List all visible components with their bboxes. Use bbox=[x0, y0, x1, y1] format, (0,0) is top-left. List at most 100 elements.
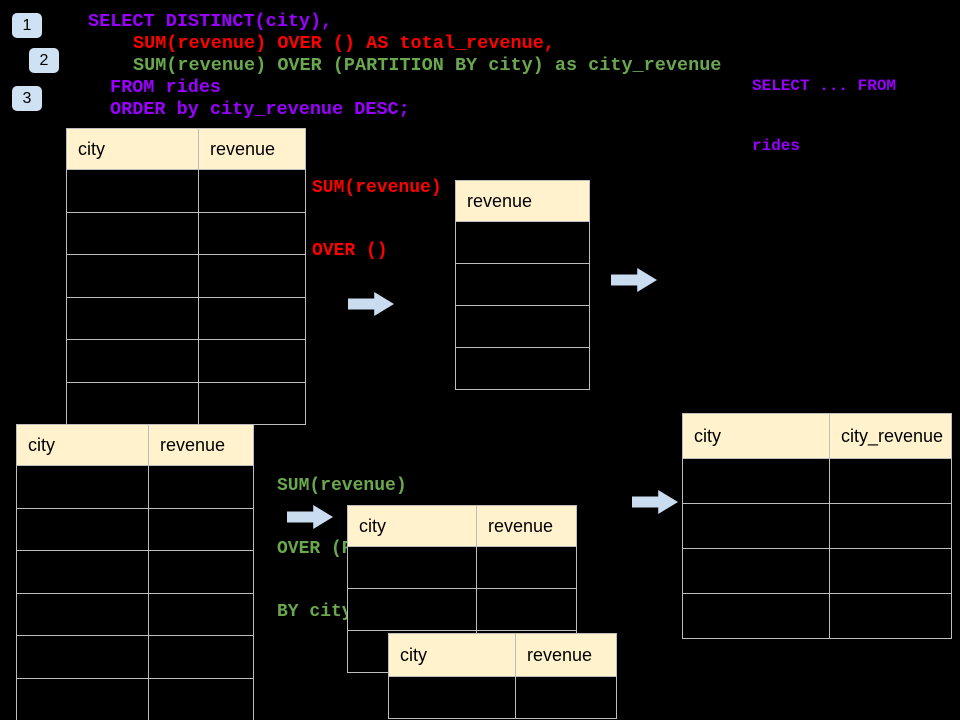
table-cell bbox=[347, 546, 477, 589]
annotation-line: SUM(revenue) bbox=[312, 178, 442, 198]
table-cell bbox=[455, 347, 590, 390]
table-cell bbox=[829, 548, 952, 594]
table-row bbox=[16, 465, 254, 509]
table-cell bbox=[66, 211, 199, 255]
column-header: city bbox=[16, 424, 149, 466]
side-note-query: SELECT ... FROM rides bbox=[752, 36, 896, 196]
column-header: city bbox=[347, 505, 477, 547]
table-row bbox=[66, 169, 306, 213]
table-cell bbox=[829, 503, 952, 549]
table-row bbox=[455, 305, 590, 348]
table-cell bbox=[198, 254, 306, 298]
column-header: city bbox=[682, 413, 830, 459]
table-cell bbox=[148, 507, 254, 551]
table-row bbox=[455, 347, 590, 390]
table-cell bbox=[682, 458, 830, 504]
table-cell bbox=[198, 211, 306, 255]
table-cell bbox=[198, 339, 306, 383]
table-row bbox=[682, 503, 952, 549]
column-header: city bbox=[388, 633, 516, 677]
side-note-line: rides bbox=[752, 137, 801, 155]
table-cell bbox=[682, 548, 830, 594]
table-cell bbox=[148, 677, 254, 720]
table-row bbox=[16, 677, 254, 720]
table-row bbox=[347, 546, 577, 589]
table-cell bbox=[476, 546, 577, 589]
column-header: revenue bbox=[515, 633, 617, 677]
arrow-right-icon bbox=[632, 490, 678, 514]
table-row bbox=[388, 676, 617, 719]
step-badge-1: 1 bbox=[12, 13, 42, 38]
column-header: revenue bbox=[455, 180, 590, 222]
table-cell bbox=[198, 381, 306, 425]
column-header: revenue bbox=[148, 424, 254, 466]
table-cell bbox=[829, 593, 952, 639]
column-header: revenue bbox=[476, 505, 577, 547]
arrow-right-icon bbox=[611, 268, 657, 292]
annotation-line: SUM(revenue) bbox=[277, 476, 407, 496]
side-note-line: SELECT ... FROM bbox=[752, 77, 897, 95]
table-cell bbox=[66, 339, 199, 383]
column-header: revenue bbox=[198, 128, 306, 170]
table-cell bbox=[682, 593, 830, 639]
table-cell bbox=[476, 588, 577, 631]
step-badge-3: 3 bbox=[12, 86, 42, 111]
table-cell bbox=[347, 588, 477, 631]
table-row bbox=[66, 339, 306, 383]
table-row bbox=[347, 588, 577, 631]
table-row bbox=[66, 296, 306, 340]
table-cell bbox=[682, 503, 830, 549]
table-row bbox=[66, 381, 306, 425]
table-row bbox=[16, 635, 254, 679]
table-row bbox=[682, 548, 952, 594]
table-cell bbox=[16, 465, 149, 509]
table-cell bbox=[148, 592, 254, 636]
table-cell bbox=[16, 677, 149, 720]
table-row bbox=[455, 263, 590, 306]
total-revenue-table: revenue bbox=[455, 180, 590, 390]
table-cell bbox=[455, 263, 590, 306]
table-cell bbox=[455, 305, 590, 348]
table-cell bbox=[16, 592, 149, 636]
sql-line-4: FROM rides bbox=[110, 77, 222, 98]
table-cell bbox=[148, 635, 254, 679]
table-cell bbox=[455, 221, 590, 264]
table-cell bbox=[16, 507, 149, 551]
table-row bbox=[682, 458, 952, 504]
sql-line-1: SELECT DISTINCT(city), bbox=[88, 11, 333, 32]
table-cell bbox=[66, 169, 199, 213]
table-cell bbox=[148, 465, 254, 509]
table-cell bbox=[16, 635, 149, 679]
table-cell bbox=[16, 550, 149, 594]
table-cell bbox=[198, 169, 306, 213]
table-cell bbox=[388, 676, 516, 719]
table-row bbox=[66, 211, 306, 255]
table-cell bbox=[66, 254, 199, 298]
table-row bbox=[16, 507, 254, 551]
table-cell bbox=[198, 296, 306, 340]
sql-line-2: SUM(revenue) OVER () AS total_revenue, bbox=[133, 33, 555, 54]
table-row bbox=[455, 221, 590, 264]
sql-line-5: ORDER by city_revenue DESC; bbox=[110, 99, 410, 120]
table-row bbox=[16, 550, 254, 594]
table-cell bbox=[515, 676, 617, 719]
table-cell bbox=[66, 296, 199, 340]
table-row bbox=[66, 254, 306, 298]
annotation-line: OVER () bbox=[312, 241, 388, 261]
table-cell bbox=[66, 381, 199, 425]
sql-line-3: SUM(revenue) OVER (PARTITION BY city) as… bbox=[133, 55, 722, 76]
sql-code-block: SELECT DISTINCT(city),SUM(revenue) OVER … bbox=[88, 11, 721, 121]
column-header: city bbox=[66, 128, 199, 170]
column-header: city_revenue bbox=[829, 413, 952, 459]
step-badge-2: 2 bbox=[29, 48, 59, 73]
